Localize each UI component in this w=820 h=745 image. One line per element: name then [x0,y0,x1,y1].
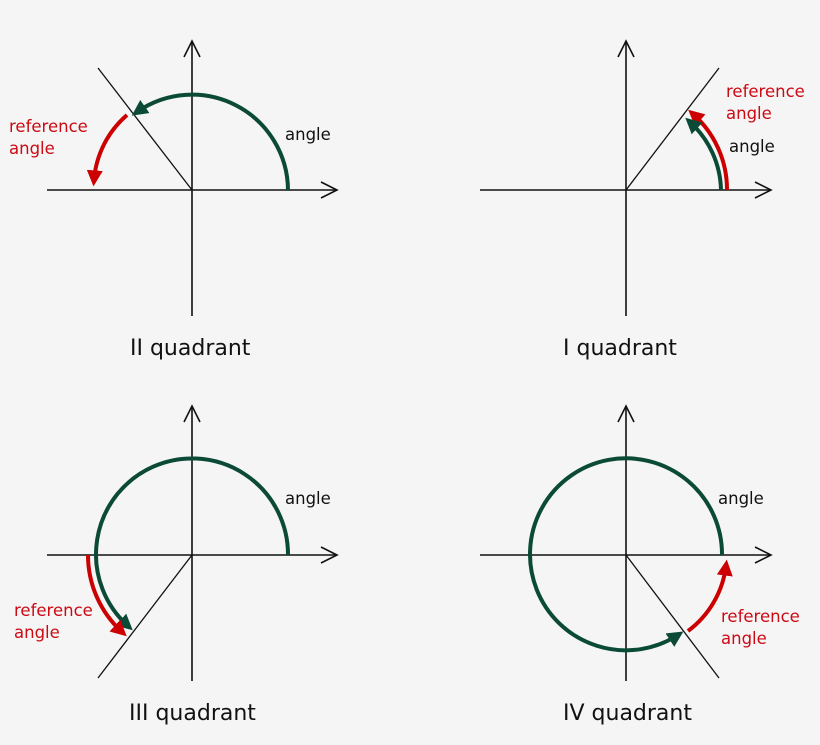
y-axis-arrowhead-icon [617,39,635,58]
panel-title: III quadrant [129,701,256,726]
y-axis-arrowhead-icon [183,404,201,423]
angle-arc-arrow [685,117,723,191]
panel-quadrant-iv [480,404,773,681]
angle-label: angle [718,489,764,508]
angle-label: angle [729,137,775,156]
terminal-side-line [97,554,193,679]
y-axis-arrowhead-icon [617,404,635,423]
reference-label-line2: angle [9,139,55,158]
x-axis-arrowhead-icon [320,546,339,564]
terminal-side-line [625,554,720,679]
panel-title: II quadrant [130,336,251,361]
angle-label: angle [285,489,331,508]
reference-label-line1: reference [721,607,800,626]
y-axis-arrowhead-icon [183,39,201,58]
reference-angle-label: reference angle [9,116,88,160]
reference-angle-label: reference angle [721,606,800,650]
reference-label-line2: angle [721,629,767,648]
x-axis-arrowhead-icon [320,181,339,199]
panel-title: I quadrant [563,336,677,361]
reference-angle-arc-arrow [85,554,127,637]
reference-angle-label: reference angle [726,81,805,125]
coordinate-axes [480,39,773,316]
reference-angle-label: reference angle [14,600,93,644]
panel-quadrant-iii [47,404,339,681]
x-axis-arrowhead-icon [754,181,773,199]
reference-angle-arc-arrow [86,113,129,187]
reference-label-line1: reference [14,601,93,620]
angle-arc-arrow [528,456,725,653]
terminal-side-line [625,67,720,191]
reference-label-line2: angle [726,104,772,123]
panel-quadrant-i [480,39,773,316]
terminal-side-line [97,67,193,191]
panel-quadrant-ii [47,39,339,316]
coordinate-axes [47,39,339,316]
panel-title: IV quadrant [563,701,692,726]
reference-label-line2: angle [14,623,60,642]
reference-label-line1: reference [9,117,88,136]
x-axis-arrowhead-icon [754,546,773,564]
angle-label: angle [285,125,331,144]
reference-label-line1: reference [726,82,805,101]
angle-arc-arrow [131,92,290,191]
angle-arc-arrow [94,456,291,631]
reference-angle-arc-arrow [686,559,733,633]
